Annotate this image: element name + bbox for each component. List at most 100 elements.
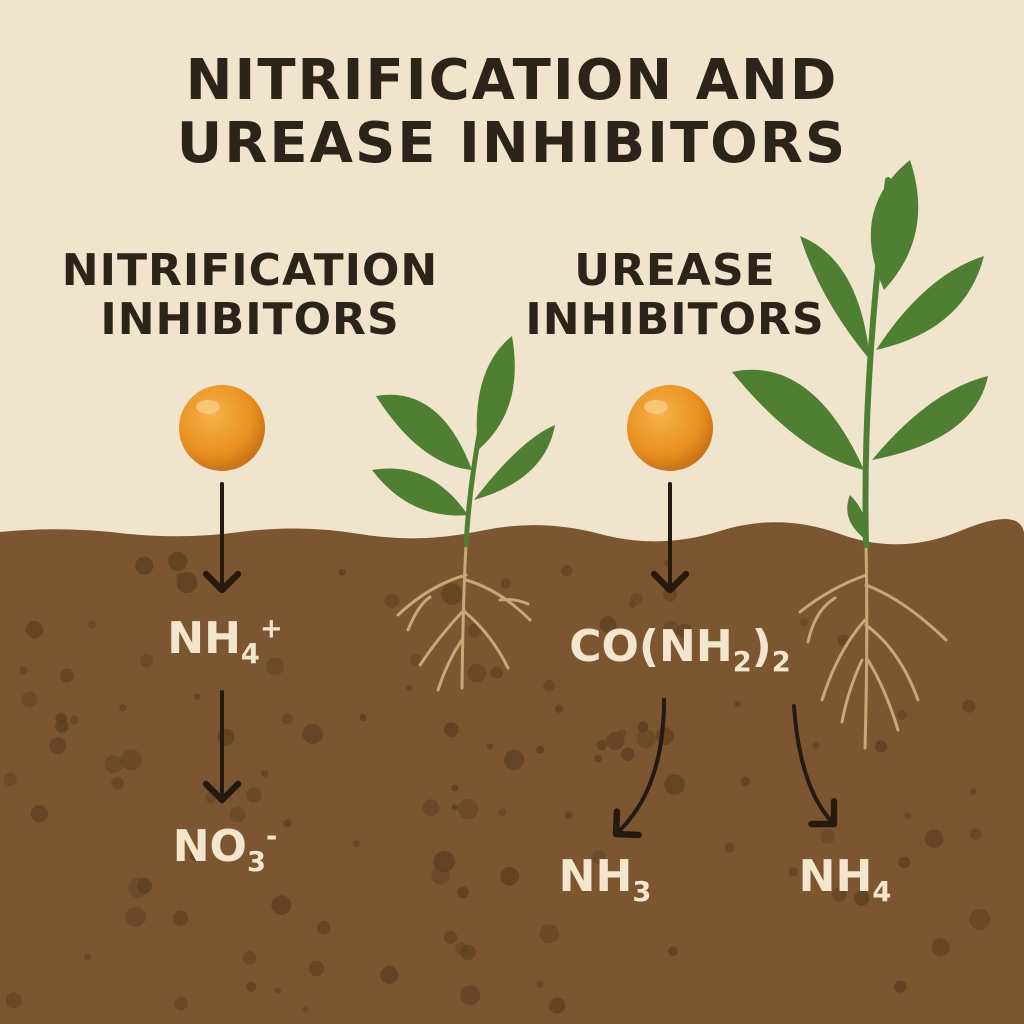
soil-speck	[316, 920, 331, 935]
soil-speck	[962, 699, 976, 713]
soil-speck	[591, 850, 606, 865]
soil-speck	[274, 987, 281, 994]
soil-speck	[19, 666, 28, 675]
urea-formula: CO(NH2)2	[569, 621, 791, 678]
ammonium-product-formula: NH4	[798, 851, 892, 908]
soil-speck	[969, 828, 982, 840]
soil-speck	[457, 798, 479, 820]
soil-speck	[543, 679, 555, 692]
tall-plant-leaf	[732, 369, 864, 470]
soil-speck	[176, 572, 198, 593]
soil-speck	[308, 960, 325, 977]
urease-header-line-2: INHIBITORS	[525, 294, 825, 346]
ammonium-formula: NH4+	[167, 613, 283, 670]
soil-layer	[0, 518, 1024, 1024]
soil-speck	[904, 812, 912, 820]
soil-speck	[564, 811, 573, 820]
soil-speck	[359, 713, 367, 722]
soil-speck	[931, 938, 950, 957]
tall-plant-leaf	[872, 376, 988, 460]
soil-speck	[664, 774, 685, 795]
soil-speck	[460, 985, 481, 1006]
soil-specks	[3, 551, 991, 1014]
soil-speck	[174, 996, 188, 1011]
soil-speck	[539, 924, 559, 944]
soil-speck	[104, 755, 123, 774]
small-plant-leaf	[376, 394, 472, 470]
soil-speck	[467, 663, 487, 683]
diagram-title: NITRIFICATION AND UREASE INHIBITORS	[0, 48, 1024, 175]
small-plant-leaf	[372, 468, 468, 516]
soil-speck	[83, 952, 92, 961]
nitrate-formula: NO3-	[172, 821, 278, 878]
soil-speck	[536, 980, 544, 989]
tall-plant-leaf	[870, 160, 919, 290]
soil-speck	[246, 787, 262, 803]
urease-inhibitors-header: UREASE INHIBITORS	[490, 246, 860, 345]
soil-speck	[5, 992, 22, 1009]
soil-speck	[3, 772, 17, 786]
soil-speck	[812, 741, 820, 750]
soil-speck	[740, 776, 751, 787]
tall-plant-leaf	[847, 495, 867, 540]
soil-speck	[655, 727, 674, 746]
soil-speck	[874, 740, 888, 753]
soil-speck	[455, 942, 469, 956]
small-plant-roots	[396, 543, 532, 692]
soil-speck	[281, 713, 293, 725]
soil-speck	[136, 878, 153, 894]
soil-speck	[637, 721, 649, 733]
soil-speck	[677, 623, 693, 639]
title-line-1: NITRIFICATION AND	[185, 48, 839, 113]
soil-speck	[246, 982, 257, 992]
soil-speck	[467, 623, 482, 638]
soil-speck	[599, 616, 617, 633]
soil-speck	[636, 728, 656, 749]
soil-speck	[120, 749, 142, 771]
soil-speck	[451, 784, 459, 792]
soil-speck	[193, 693, 201, 700]
small-plant-icon	[372, 336, 555, 692]
soil-speck	[970, 788, 977, 795]
soil-speck	[49, 737, 67, 754]
soil-speck	[271, 895, 292, 915]
soil-speck	[504, 749, 525, 770]
soil-speck	[490, 666, 503, 679]
soil-speck	[444, 722, 459, 737]
soil-speck	[125, 906, 146, 928]
soil-speck	[229, 806, 246, 823]
soil-speck	[205, 792, 217, 803]
arrow-urea-to-ammonium	[792, 704, 838, 828]
soil-speck	[260, 769, 269, 778]
soil-speck	[168, 551, 188, 571]
soil-speck	[30, 805, 49, 823]
soil-speck	[135, 556, 154, 575]
soil-speck	[444, 930, 458, 944]
soil-speck	[894, 980, 907, 993]
nitrification-header-line-1: NITRIFICATION	[61, 245, 439, 296]
small-plant-leaf	[474, 425, 555, 500]
soil-speck	[140, 654, 154, 668]
soil-speck	[621, 747, 635, 761]
soil-speck	[87, 620, 97, 629]
ammonia-formula: NH3	[558, 851, 652, 908]
soil-speck	[283, 819, 292, 828]
soil-speck	[441, 583, 463, 605]
tall-plant-icon	[732, 160, 988, 750]
soil-speck	[173, 910, 189, 926]
soil-speck	[724, 842, 735, 853]
soil-speck	[21, 691, 38, 708]
soil-speck	[266, 657, 284, 676]
soil-speck	[25, 620, 44, 639]
soil-speck	[119, 703, 127, 712]
soil-speck	[924, 829, 944, 848]
soil-speck	[832, 887, 847, 902]
soil-speck	[302, 723, 323, 744]
nitrification-inhibitors-header: NITRIFICATION INHIBITORS	[40, 246, 460, 345]
nitrification-header-line-2: INHIBITORS	[100, 294, 400, 346]
soil-speck	[788, 867, 798, 877]
soil-speck	[663, 621, 680, 638]
soil-speck	[555, 704, 564, 713]
